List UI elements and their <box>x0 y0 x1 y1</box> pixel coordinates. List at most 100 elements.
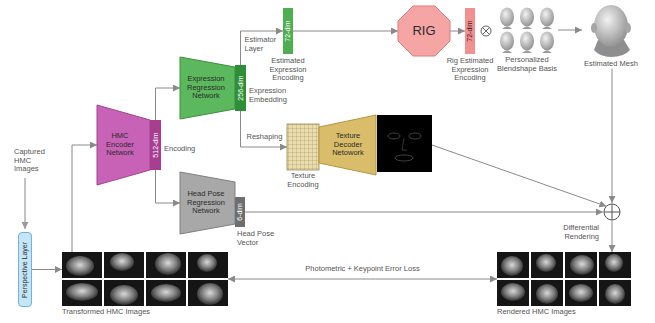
transformed-image-grid <box>110 285 138 305</box>
connector <box>558 30 582 31</box>
blendshape-heads <box>540 8 554 27</box>
connector <box>241 111 288 147</box>
connector <box>245 212 603 213</box>
blendshape-heads <box>502 27 512 30</box>
blendshape-heads <box>522 27 532 30</box>
node-label: RIG <box>398 24 450 39</box>
product-symbol <box>481 26 491 36</box>
rotated-label: 256-dim <box>236 75 244 100</box>
blendshape-heads <box>540 32 554 51</box>
connector <box>32 269 62 270</box>
edge-label: Estimator Layer <box>245 36 281 53</box>
rotated-label: 72-dim <box>466 20 474 41</box>
blendshape-heads <box>500 8 514 27</box>
embedding-bar: 256-dimExpression Embedding <box>235 65 246 111</box>
node-label: HMC Encoder Network <box>101 132 139 158</box>
caption-text: Rendered HMC Images <box>497 308 630 317</box>
caption-text: Encoding <box>164 145 198 154</box>
transformed-image-grid <box>146 280 186 306</box>
transformed-image-grid <box>66 283 98 301</box>
node-outline <box>398 6 450 56</box>
rendered-image-grid <box>531 252 563 278</box>
connector <box>156 170 181 203</box>
rendered-image-grid <box>536 284 558 304</box>
connector <box>156 88 181 120</box>
rendered-image-grid <box>501 283 525 301</box>
caption-text: Transformed HMC Images <box>62 308 228 317</box>
rendered-image-grid <box>531 280 563 306</box>
texture-output-image <box>395 155 413 161</box>
rotated-label: 72-dim <box>284 20 292 41</box>
transformed-image-grid <box>104 280 144 306</box>
node-label: Expression Regression Network <box>182 75 230 101</box>
connector <box>72 145 97 252</box>
input-arrow <box>24 178 25 229</box>
encoding-bar: 72-dimEstimated Expression Encoding <box>283 8 293 54</box>
texture-output-image <box>388 133 400 139</box>
rig-octagon: RIG <box>398 6 450 56</box>
node-outline <box>97 105 150 185</box>
encoding-bar: 512-dimEncoding <box>150 120 161 170</box>
edge-label: Photometric + Keypoint Error Loss <box>303 265 421 274</box>
mesh-head <box>591 5 631 57</box>
mesh-head <box>625 23 631 33</box>
node-label: Head Pose Regression Network <box>182 190 230 216</box>
rendered-image-grid <box>501 256 523 276</box>
rendered-image-grid <box>497 280 529 306</box>
mesh-head <box>591 23 597 33</box>
layer-box: Perspective Layer <box>18 232 32 307</box>
caption-text: Estimated Expression Encoding <box>262 57 314 83</box>
node-outline <box>180 57 235 119</box>
blendshape-heads <box>520 8 534 27</box>
sum-circle: Differential Rendering <box>603 203 621 221</box>
connector <box>612 221 613 252</box>
texture-output-image <box>409 133 421 139</box>
mesh-head <box>594 5 628 47</box>
transformed-image-grid <box>104 252 144 278</box>
rendered-image-grid <box>497 252 631 306</box>
transformed-image-grid <box>62 280 102 306</box>
rendered-image-grid <box>565 280 597 306</box>
texture-output-image <box>402 138 407 150</box>
encoder-network: HMC Encoder Network <box>97 105 150 185</box>
rotated-label: Perspective Layer <box>21 241 29 297</box>
connector <box>612 69 613 203</box>
transformed-image-grid <box>62 252 228 306</box>
transformed-image-grid <box>155 253 181 275</box>
transformed-image-grid <box>110 253 134 271</box>
caption-text: Rig Estimated Expression Encoding <box>442 57 498 83</box>
connector <box>450 31 465 32</box>
rotated-label: 6-dim <box>236 203 244 221</box>
rendered-image-grid <box>536 254 556 272</box>
texture-grid: Texture Encoding <box>287 124 319 189</box>
sum-symbol <box>604 204 620 220</box>
rendered-image-grid <box>497 252 529 278</box>
regression-network: Head Pose Regression Network <box>180 172 235 234</box>
connector <box>432 145 606 206</box>
node-outline <box>603 203 621 221</box>
transformed-image-grid <box>188 252 228 278</box>
caption-text: Texture Encoding <box>281 172 325 189</box>
texture-output-image <box>377 115 432 172</box>
caption-text: Estimated Mesh <box>578 60 644 69</box>
decoder-network: Texture Decoder Netowork <box>319 115 432 175</box>
rotated-label: 512-dim <box>151 132 159 157</box>
transformed-image-grid <box>197 254 217 272</box>
vector-bar: 6-dimHead Pose Vector <box>235 197 245 227</box>
image-grid: Transformed HMC Images <box>62 252 228 317</box>
blendshape-heads <box>500 8 554 54</box>
blendshape-heads <box>500 32 514 51</box>
sum-symbol <box>612 204 613 220</box>
blendshape-heads <box>522 51 532 54</box>
texture-grid <box>287 124 319 170</box>
transformed-image-grid <box>146 252 186 278</box>
blendshape-heads <box>502 51 512 54</box>
rendered-image-grid <box>605 254 623 272</box>
rendered-image-grid <box>605 284 625 304</box>
image-grid: Rendered HMC Images <box>497 252 630 317</box>
transformed-image-grid <box>62 252 102 278</box>
connector <box>228 279 497 280</box>
blendshape-heads <box>542 51 552 54</box>
